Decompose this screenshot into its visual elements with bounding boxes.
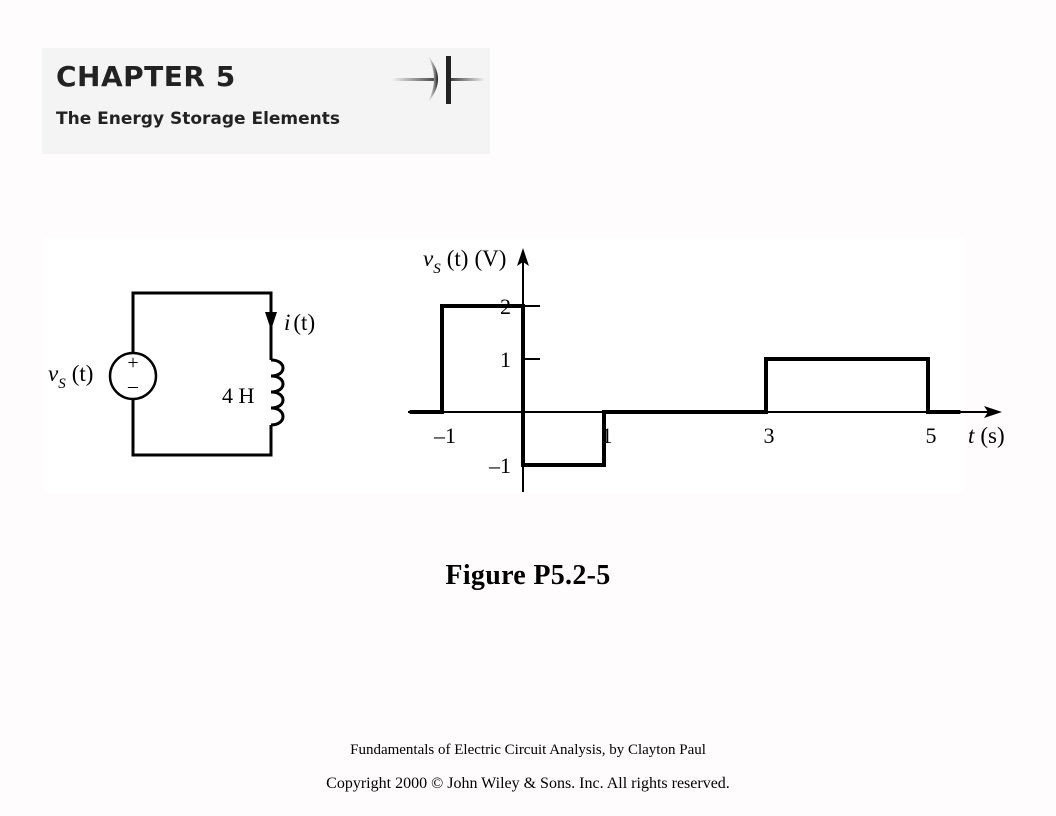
source-arg: (t) [72, 361, 94, 386]
waveform-line [409, 304, 961, 467]
source-minus: – [127, 375, 139, 397]
current-arrow-icon [265, 312, 277, 330]
x-axis-unit: (s) [980, 423, 1004, 448]
bottom-wire [131, 400, 273, 457]
y-axis-label: vS (t)(V) [423, 246, 506, 277]
y-axis-unit: (V) [474, 246, 506, 271]
chapter-subtitle: The Energy Storage Elements [56, 109, 341, 129]
top-wire [131, 291, 273, 360]
x-axis-var: t [968, 423, 975, 448]
footer-copyright: Copyright 2000 © John Wiley & Sons. Inc.… [326, 775, 730, 792]
y-tick-label: 2 [500, 294, 511, 319]
source-label: vS (t) [48, 361, 93, 392]
current-var: i [284, 310, 290, 335]
voltage-source [108, 351, 158, 401]
figure-caption: Figure P5.2-5 [445, 560, 611, 591]
source-plus: + [127, 352, 138, 374]
x-tick-label: –1 [433, 423, 456, 448]
y-tick-label: 1 [500, 347, 511, 372]
y-axis-arg: (t) [447, 246, 469, 271]
capacitor-icon [392, 56, 485, 104]
current-arg: (t) [293, 310, 315, 335]
x-axis-arrow-icon [984, 406, 1002, 418]
x-axis-label: t(s) [968, 423, 1005, 448]
footer-book-credit: Fundamentals of Electric Circuit Analysi… [350, 742, 706, 758]
x-tick-label: 5 [926, 423, 937, 448]
source-var: v [48, 361, 59, 386]
source-subscript: S [58, 376, 66, 392]
figure-panel [44, 238, 964, 494]
current-label: i(t) [284, 310, 315, 335]
y-tick-label: –1 [488, 453, 511, 478]
chapter-title: CHAPTER 5 [56, 60, 236, 93]
x-tick-label: 1 [602, 423, 613, 448]
y-axis-var: v [423, 246, 434, 271]
x-tick-label: 3 [764, 423, 775, 448]
circuit [108, 291, 285, 457]
inductor-label: 4 H [222, 383, 255, 408]
y-axis-subscript: S [433, 261, 441, 277]
y-axis-arrow-icon [517, 248, 529, 266]
chapter-banner [42, 48, 490, 154]
voltage-plot: –1 1 3 5 2 1 –1 [408, 248, 1002, 492]
inductor-coil [270, 358, 285, 427]
